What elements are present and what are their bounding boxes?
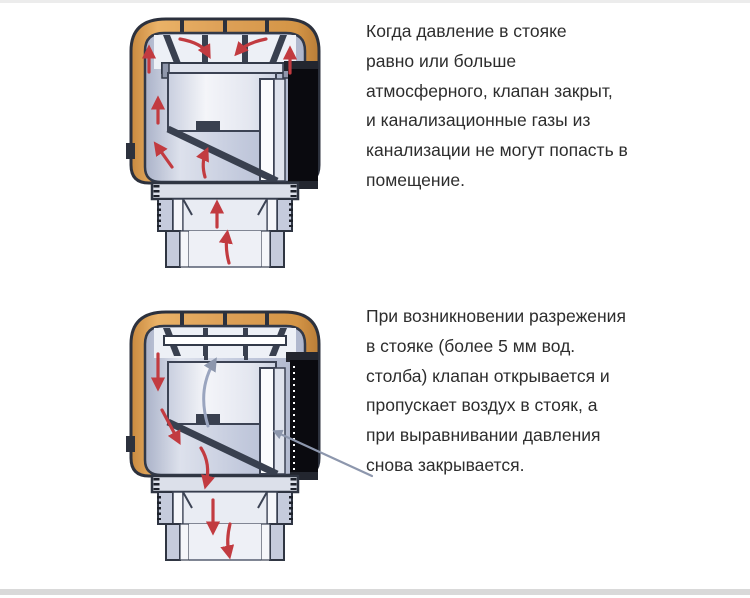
valve-body-open bbox=[143, 324, 307, 478]
sewer-gas-arrows-red bbox=[141, 37, 298, 265]
membrane-open bbox=[286, 352, 318, 480]
caption-line: пропускает воздух в стояк, а bbox=[366, 395, 598, 416]
caption-line: при выравнивании давления bbox=[366, 425, 601, 446]
caption-line: снова закрывается. bbox=[366, 454, 525, 475]
caption-line: столба) клапан открывается и bbox=[366, 365, 610, 386]
caption-line: помещение. bbox=[366, 169, 465, 190]
pipe-connector-closed bbox=[150, 181, 300, 268]
caption-valve-closed: Когда давление в стояке равно или больше… bbox=[366, 17, 666, 196]
caption-line: равно или больше bbox=[366, 50, 517, 71]
caption-line: и канализационные газы из bbox=[366, 110, 591, 131]
caption-line: атмосферного, клапан закрыт, bbox=[366, 80, 613, 101]
top-edge-divider bbox=[0, 0, 750, 3]
caption-valve-open: При возникновении разрежения в стояке (б… bbox=[366, 302, 666, 481]
caption-line: в стояке (более 5 мм вод. bbox=[366, 335, 576, 356]
pipe-connector-open bbox=[150, 474, 300, 561]
caption-line: При возникновении разрежения bbox=[366, 306, 626, 326]
air-flow-arrows-red bbox=[150, 352, 235, 560]
valve-open-diagram bbox=[126, 310, 374, 561]
caption-line: канализации не могут попасть в bbox=[366, 140, 628, 161]
bottom-edge-divider bbox=[0, 589, 750, 595]
valve-body-closed bbox=[143, 31, 307, 185]
caption-line: Когда давление в стояке bbox=[366, 21, 567, 41]
air-intake-arrows-blue bbox=[202, 357, 374, 478]
membrane-closed bbox=[284, 61, 318, 189]
valve-closed-diagram bbox=[126, 17, 321, 268]
